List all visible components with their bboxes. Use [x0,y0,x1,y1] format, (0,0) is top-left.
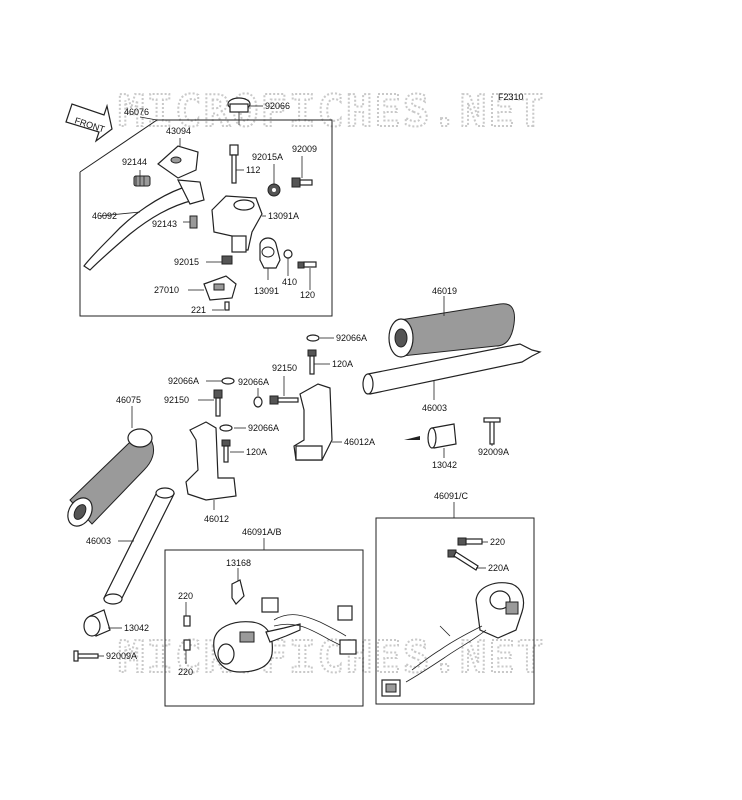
part-label-220-c: 220 [490,537,505,547]
part-label-46091AB: 46091A/B [242,527,282,537]
part-label-46091C: 46091/C [434,491,469,501]
part-label-220-a: 220 [178,591,193,601]
part-label-92143: 92143 [152,219,177,229]
part-label-13042-right: 13042 [432,460,457,470]
part-label-120A-lower: 120A [246,447,267,457]
part-label-46003-left: 46003 [86,536,111,546]
part-label-92150-right: 92150 [272,363,297,373]
part-label-46012A: 46012A [344,437,375,447]
part-label-92150-left: 92150 [164,395,189,405]
part-label-46012: 46012 [204,514,229,524]
right-handlebar-group: 46019 46003 92066A 120A 92150 92066A 460… [238,286,542,470]
part-label-46003-right: 46003 [422,403,447,413]
part-label-92015A: 92015A [252,152,283,162]
part-label-13091: 13091 [254,286,279,296]
brake-lever-group: 46076 92066 43094 92144 112 92015A 92009 [79,97,333,317]
part-label-13168: 13168 [226,558,251,568]
part-label-46019: 46019 [432,286,457,296]
part-label-220-b: 220 [178,667,193,677]
part-label-221: 221 [191,305,206,315]
part-label-120A-upper: 120A [332,359,353,369]
part-label-92015: 92015 [174,257,199,267]
part-label-92066: 92066 [265,101,290,111]
part-label-120: 120 [300,290,315,300]
part-label-92066A-left: 92066A [168,376,199,386]
part-label-92009A-left: 92009A [106,651,137,661]
figure-code: F2310 [498,92,524,102]
part-label-92066A-low: 92066A [248,423,279,433]
part-label-43094: 43094 [166,126,191,136]
part-label-13091A: 13091A [268,211,299,221]
part-label-410: 410 [282,277,297,287]
part-label-92009A-right: 92009A [478,447,509,457]
watermark-top: MICROFICHES.NET [118,86,545,137]
right-switch-group: 46091/C 220 220A [375,491,535,705]
part-label-46092: 46092 [92,211,117,221]
part-label-13042-left: 13042 [124,623,149,633]
part-label-46076: 46076 [124,107,149,117]
front-arrow-icon: FRONT [65,103,113,143]
part-label-46075: 46075 [116,395,141,405]
part-label-92009: 92009 [292,144,317,154]
left-switch-group: 46091A/B 13168 220 220 [164,527,364,707]
part-label-112: 112 [246,165,260,175]
part-label-92144: 92144 [122,157,147,167]
left-handlebar-group: 92066A 92150 92066A 120A 46012 46075 460… [67,376,279,662]
part-label-92066A-mid: 92066A [238,377,269,387]
part-label-27010: 27010 [154,285,179,295]
part-label-220A: 220A [488,563,509,573]
part-label-92066A-top: 92066A [336,333,367,343]
